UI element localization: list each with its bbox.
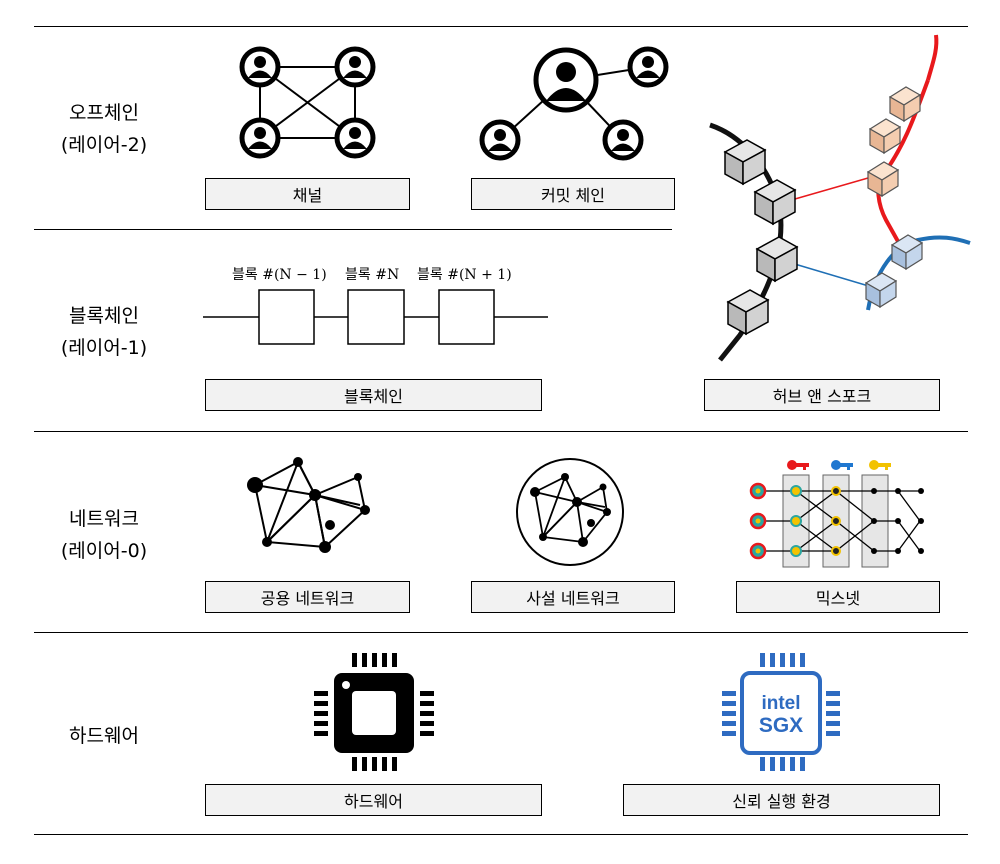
key-blue-icon xyxy=(831,460,853,470)
hub-spoke-illustration xyxy=(709,34,971,362)
layer-title-hardware: 하드웨어 xyxy=(34,720,174,752)
user-icon xyxy=(602,119,644,161)
chip-icon xyxy=(314,653,434,771)
block-cube xyxy=(723,139,767,186)
private-network-box: 사설 네트워크 xyxy=(471,581,675,613)
block-prev xyxy=(258,289,315,345)
block-cube xyxy=(726,289,770,336)
commit-chain-box: 커밋 체인 xyxy=(471,178,675,210)
block-cube xyxy=(755,236,799,283)
block-label-prev: 블록 #(N − 1) xyxy=(232,267,327,283)
channel-box: 채널 xyxy=(205,178,410,210)
commit-chain-graph-icon xyxy=(479,46,669,161)
separator-offchain xyxy=(34,229,672,230)
block-next xyxy=(438,289,495,345)
offchain-block-cube xyxy=(866,161,900,198)
offchain-block-cube xyxy=(864,272,898,309)
block-cube xyxy=(753,179,797,226)
layer-title-network: 네트워크 (레이어-0) xyxy=(34,503,174,567)
layer-name: 하드웨어 xyxy=(69,725,139,747)
block-label-next: 블록 #(N + 1) xyxy=(417,267,512,283)
hub-spoke-box: 허브 앤 스포크 xyxy=(704,379,940,411)
private-network-graph-icon xyxy=(516,458,624,566)
offchain-block-cube xyxy=(868,118,902,155)
user-icon xyxy=(334,117,376,159)
separator-top xyxy=(34,26,968,27)
user-icon xyxy=(334,46,376,88)
layer-title-blockchain: 블록체인 (레이어-1) xyxy=(34,300,174,364)
hub-user-icon xyxy=(533,47,599,113)
layer-sub: (레이어-0) xyxy=(60,540,148,562)
sgx-text: SGX xyxy=(759,714,803,737)
user-icon xyxy=(627,46,669,88)
user-icon xyxy=(239,117,281,159)
separator-blockchain xyxy=(34,431,968,432)
offchain-block-cube xyxy=(890,234,924,271)
channel-graph-icon xyxy=(239,46,376,159)
blockchain-diagram xyxy=(203,289,548,345)
separator-bottom xyxy=(34,834,968,835)
hardware-box: 하드웨어 xyxy=(205,784,542,816)
intel-sgx-chip-icon: intel SGX xyxy=(722,653,840,771)
tee-box: 신뢰 실행 환경 xyxy=(623,784,940,816)
layer-name: 네트워크 xyxy=(69,508,139,530)
public-network-box: 공용 네트워크 xyxy=(205,581,410,613)
user-icon xyxy=(479,119,521,161)
key-red-icon xyxy=(787,460,809,470)
layer-name: 오프체인 xyxy=(69,102,139,124)
intel-text: intel xyxy=(761,693,800,714)
offchain-block-cube xyxy=(888,86,922,123)
mixnet-box: 믹스넷 xyxy=(736,581,940,613)
public-network-graph-icon xyxy=(247,457,370,553)
blockchain-box: 블록체인 xyxy=(205,379,542,411)
layer-sub: (레이어-2) xyxy=(60,134,148,156)
block-current xyxy=(347,289,405,345)
layer-sub: (레이어-1) xyxy=(60,337,148,359)
layer-title-offchain: 오프체인 (레이어-2) xyxy=(34,97,174,161)
layer-name: 블록체인 xyxy=(69,305,139,327)
key-yellow-icon xyxy=(869,460,891,470)
block-label-current: 블록 #N xyxy=(345,267,400,283)
mixnet-diagram xyxy=(749,460,924,568)
user-icon xyxy=(239,46,281,88)
separator-network xyxy=(34,632,968,633)
